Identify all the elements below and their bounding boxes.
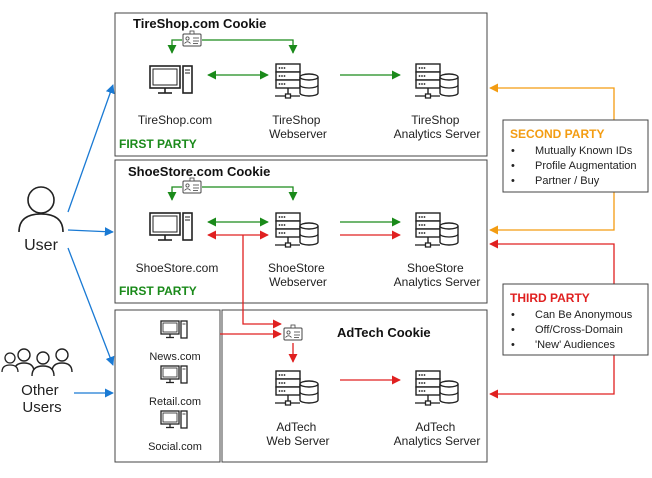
third-party-bullet: • — [511, 309, 515, 321]
second-party-box: SECOND PARTY • Mutually Known IDs • Prof… — [502, 119, 649, 193]
tireshop-first-party-label: FIRST PARTY — [119, 137, 197, 151]
user-icon — [18, 186, 64, 233]
second-party-item-1: Mutually Known IDs — [535, 145, 633, 157]
tireshop-webserver-label: TireShop Webserver — [269, 113, 327, 141]
second-party-to-shoestore-arrow — [489, 192, 615, 235]
second-party-bullet: • — [511, 145, 515, 157]
second-party-bullet: • — [511, 175, 515, 187]
tireshop-cookie-box: TireShop.com Cookie FIRST PARTY TireShop… — [114, 12, 488, 157]
shoestore-analytics-label: ShoeStore Analytics Server — [394, 261, 481, 289]
shoestore-first-party-label: FIRST PARTY — [119, 284, 197, 298]
shoestore-to-adtech-cookie-arrow — [242, 235, 282, 329]
second-party-bullet: • — [511, 160, 515, 172]
tireshop-analytics-label: TireShop Analytics Server — [394, 113, 481, 141]
adtech-cookie-box: AdTech Cookie AdTech Web Server AdTech A… — [221, 309, 488, 463]
tireshop-cookie-title: TireShop.com Cookie — [133, 16, 266, 31]
shoestore-cookie-title: ShoeStore.com Cookie — [128, 164, 270, 179]
third-party-box: THIRD PARTY • Can Be Anonymous • Off/Cro… — [502, 283, 649, 356]
third-party-to-shoestore-arrow — [489, 239, 615, 284]
shoestore-webserver-label: ShoeStore Webserver — [268, 261, 328, 289]
retail-site-label: Retail.com — [149, 396, 201, 408]
other-users-label: Other Users — [21, 382, 63, 416]
adtech-cookie-title: AdTech Cookie — [337, 325, 431, 340]
news-site-label: News.com — [149, 351, 200, 363]
second-party-to-tireshop-arrow — [489, 83, 615, 120]
other-users-icon — [1, 348, 73, 377]
tireshop-site-label: TireShop.com — [138, 113, 212, 127]
user-to-tireshop-arrow — [67, 84, 115, 213]
second-party-item-3: Partner / Buy — [535, 175, 600, 187]
social-site-label: Social.com — [148, 441, 202, 453]
shoestore-cookie-arrow-right — [202, 186, 298, 201]
third-party-item-3: 'New' Audiences — [535, 339, 616, 351]
third-party-item-1: Can Be Anonymous — [535, 309, 633, 321]
third-party-bullet: • — [511, 324, 515, 336]
second-party-title: SECOND PARTY — [510, 127, 604, 141]
third-party-to-adtech-arrow — [489, 355, 615, 399]
user-label: User — [24, 237, 58, 254]
third-party-title: THIRD PARTY — [510, 291, 590, 305]
shoestore-cookie-arrow-left — [167, 186, 182, 201]
shoestore-site-label: ShoeStore.com — [136, 261, 219, 275]
second-party-item-2: Profile Augmentation — [535, 160, 637, 172]
user-to-other-sites-arrow — [67, 247, 115, 366]
adtech-analytics-label: AdTech Analytics Server — [394, 420, 481, 448]
third-party-item-2: Off/Cross-Domain — [535, 324, 623, 336]
other-sites-box: News.com Retail.com Social.com — [114, 309, 221, 463]
user-to-shoestore-arrow — [67, 227, 114, 237]
tireshop-cookie-arrow-right — [202, 39, 298, 54]
tireshop-cookie-arrow-left — [167, 39, 182, 54]
third-party-bullet: • — [511, 339, 515, 351]
shoestore-cookie-box: ShoeStore.com Cookie FIRST PARTY ShoeSto… — [114, 159, 488, 304]
adtech-webserver-label: AdTech Web Server — [266, 420, 329, 448]
